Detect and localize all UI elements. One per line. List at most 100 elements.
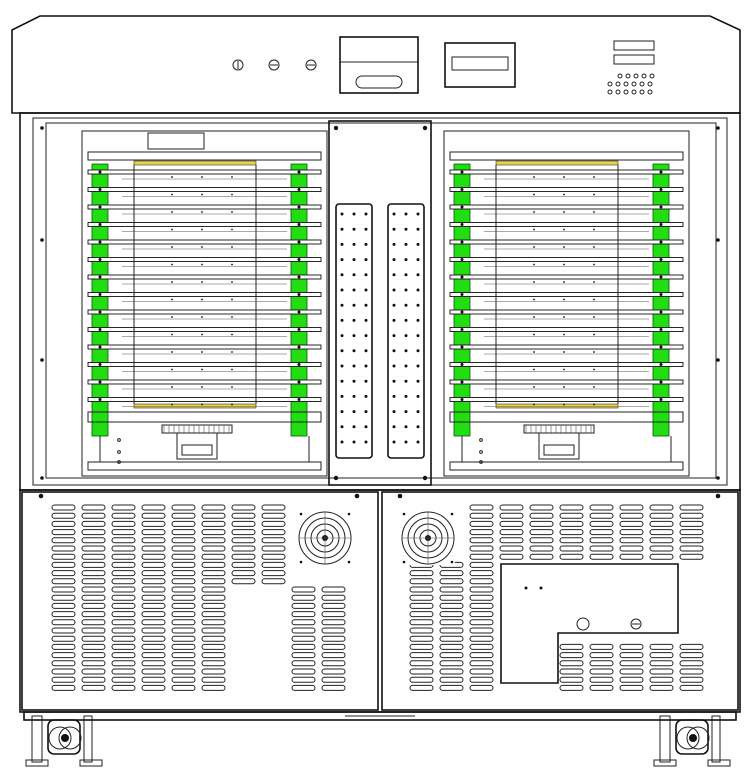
keypad-key[interactable] — [647, 81, 653, 87]
vent-hole — [416, 258, 420, 262]
louver-slot — [141, 635, 166, 642]
keypad-key[interactable] — [625, 73, 631, 79]
louver-slot — [469, 660, 494, 667]
keypad-key[interactable] — [631, 89, 637, 95]
shelf — [87, 257, 322, 262]
louver-slot — [439, 660, 464, 667]
motor-block — [538, 432, 580, 460]
louver-slot — [261, 529, 286, 536]
louver-slot — [51, 676, 76, 683]
louver-slot — [649, 537, 674, 544]
louver-slot — [231, 529, 256, 536]
shelf — [87, 169, 322, 175]
louver-slot — [409, 668, 434, 675]
louver-slot — [469, 504, 494, 511]
louver-slot — [679, 545, 704, 552]
louver-slot — [141, 660, 166, 667]
keypad-key[interactable] — [607, 81, 613, 87]
keypad-key[interactable] — [615, 81, 621, 87]
motor-block — [176, 432, 218, 460]
base-plinth — [23, 711, 737, 721]
keypad-key[interactable] — [649, 73, 655, 79]
louver-slot — [111, 668, 136, 675]
louver-slot — [469, 520, 494, 527]
keypad[interactable] — [607, 73, 655, 95]
vent-hole — [416, 364, 420, 368]
louver-slot — [649, 652, 674, 659]
louver-slot — [439, 635, 464, 642]
louver-slot — [469, 578, 494, 585]
louver-slot — [619, 545, 644, 552]
louver-slot — [619, 512, 644, 519]
louver-slot — [201, 611, 226, 618]
vent-hole — [352, 318, 356, 322]
vent-hole — [340, 364, 344, 368]
louver-slot — [499, 553, 524, 560]
louver-slot — [409, 578, 434, 585]
vent-hole — [352, 334, 356, 338]
keypad-key[interactable] — [639, 89, 645, 95]
louver-slot — [321, 676, 346, 683]
louver-slot — [51, 545, 76, 552]
keypad-display-2 — [613, 54, 655, 65]
louver-slot — [201, 561, 226, 568]
louver-slot — [171, 652, 196, 659]
vent-hole — [352, 303, 356, 307]
louver-slot — [529, 529, 554, 536]
vent-hole — [364, 440, 368, 444]
keypad-key[interactable] — [639, 81, 645, 87]
louver-slot — [469, 611, 494, 618]
louver-slot — [619, 504, 644, 511]
louver-slot — [201, 594, 226, 601]
vent-hole — [416, 288, 420, 292]
vent-hole — [416, 303, 420, 307]
keypad-key[interactable] — [607, 89, 613, 95]
louver-slot — [559, 529, 584, 536]
louver-slot — [679, 512, 704, 519]
louver-slot — [171, 684, 196, 691]
shelf — [449, 362, 684, 367]
louver-slot — [141, 643, 166, 650]
louver-slot — [141, 520, 166, 527]
vent-hole — [340, 349, 344, 353]
cooling-fan — [298, 511, 352, 565]
shelf — [449, 257, 684, 262]
louver-slot — [469, 529, 494, 536]
louver-slot — [469, 545, 494, 552]
vent-hole — [404, 288, 408, 292]
louver-slot — [499, 537, 524, 544]
knob-1[interactable] — [232, 59, 244, 71]
vent-hole — [392, 410, 396, 414]
keypad-key[interactable] — [641, 73, 647, 79]
louver-slot — [51, 537, 76, 544]
vent-hole — [364, 242, 368, 246]
vent-hole — [364, 303, 368, 307]
louver-slot — [201, 652, 226, 659]
louver-slot — [409, 619, 434, 626]
louver-slot — [171, 619, 196, 626]
vent-hole — [404, 364, 408, 368]
louver-slot — [141, 578, 166, 585]
keypad-key[interactable] — [647, 89, 653, 95]
shelf — [87, 187, 322, 192]
keypad-key[interactable] — [615, 89, 621, 95]
louver-slot — [321, 668, 346, 675]
knob-2[interactable] — [268, 59, 280, 71]
louver-slot — [499, 520, 524, 527]
display-handle[interactable] — [355, 75, 403, 89]
printer-slot — [451, 56, 509, 71]
center-panel — [328, 120, 432, 486]
keypad-key[interactable] — [623, 81, 629, 87]
louver-slot — [201, 545, 226, 552]
louver-slot — [171, 668, 196, 675]
knob-3[interactable] — [305, 59, 317, 71]
keypad-key[interactable] — [631, 81, 637, 87]
rail-right — [290, 163, 308, 437]
keypad-key[interactable] — [633, 73, 639, 79]
vent-hole — [416, 425, 420, 429]
vent-hole — [404, 334, 408, 338]
chamber-right — [443, 130, 690, 477]
keypad-key[interactable] — [617, 73, 623, 79]
vent-hole — [364, 379, 368, 383]
keypad-key[interactable] — [623, 89, 629, 95]
